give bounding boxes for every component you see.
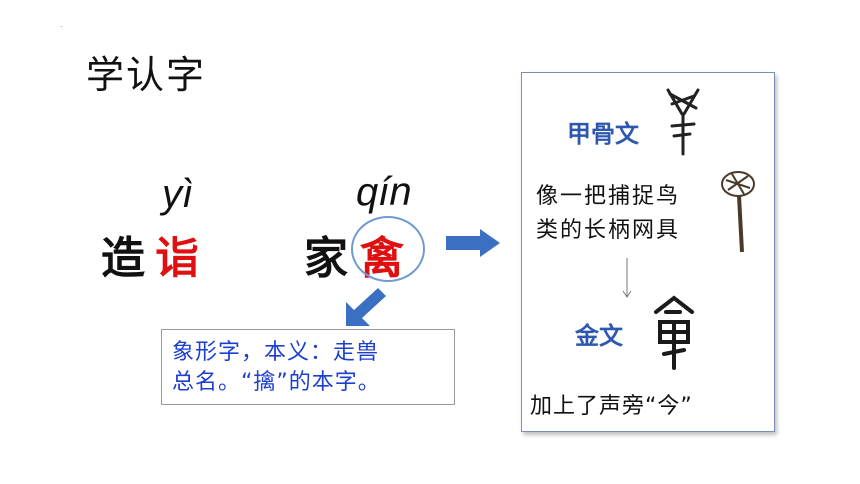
down-left-arrow-icon [346, 288, 386, 326]
oracle-bone-label: 甲骨文 [567, 120, 639, 148]
oracle-bone-glyph-icon [666, 88, 700, 156]
pinyin-qin: qín [356, 170, 412, 214]
net-tool-icon [721, 171, 755, 253]
bronze-glyph-icon [654, 295, 694, 370]
definition-line-1: 象形字，本义：走兽 [172, 340, 380, 365]
word2-prefix-char: 家 [304, 233, 348, 284]
etymology-panel [521, 72, 775, 432]
addition-text: 加上了声旁“今” [530, 394, 693, 419]
description: 像一把捕捉鸟 类的长柄网具 [536, 180, 680, 248]
definition-box: 象形字，本义：走兽 总名。“擒”的本字。 [161, 329, 455, 405]
thin-down-arrow-icon [622, 258, 632, 298]
word1-prefix-char: 造 [101, 233, 145, 284]
description-line-2: 类的长柄网具 [536, 218, 681, 243]
definition-line-2: 总名。“擒”的本字。 [172, 370, 381, 395]
word1-target-char: 诣 [155, 233, 199, 284]
corner-mark: . [60, 20, 63, 29]
pinyin-yi: yì [162, 172, 194, 216]
bronze-label: 金文 [575, 322, 623, 350]
right-arrow-icon [446, 229, 500, 257]
page-title: 学认字 [86, 53, 207, 97]
highlight-circle [351, 216, 425, 282]
description-line-1: 像一把捕捉鸟 [536, 184, 681, 209]
